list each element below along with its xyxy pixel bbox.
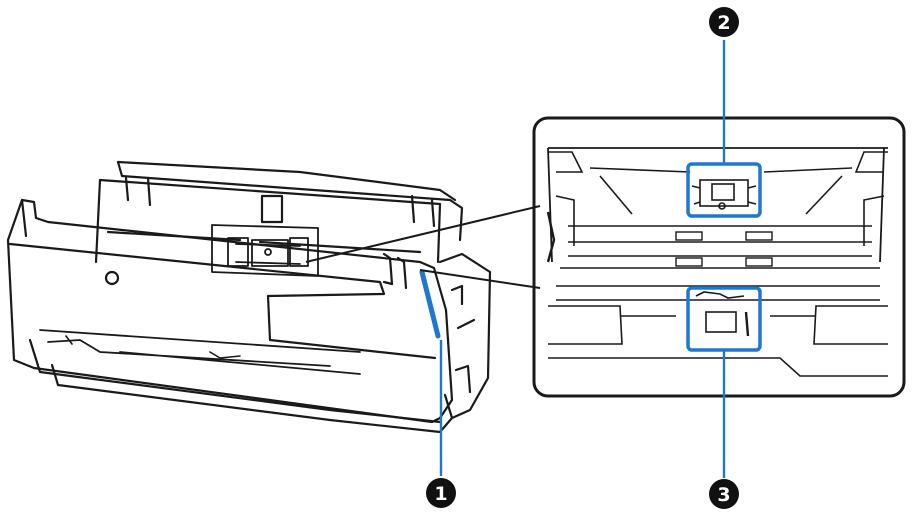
callout-1: 1 xyxy=(426,478,456,508)
front-cover-tab-right-2 xyxy=(396,256,408,290)
rear-housing-top xyxy=(116,160,457,202)
callout-leaders xyxy=(439,40,726,478)
output-tray-guides xyxy=(65,335,241,359)
detail-middle-rails xyxy=(560,225,880,269)
separation-roller-highlight xyxy=(686,286,762,352)
detail-slot-right xyxy=(745,231,773,241)
detail-bottom-plate xyxy=(548,357,888,377)
callout-3-number: 3 xyxy=(717,484,730,506)
cover-highlight-strip xyxy=(419,269,441,339)
detail-lower-bar xyxy=(556,285,880,301)
front-cover xyxy=(6,198,454,424)
callout-2: 2 xyxy=(709,7,739,37)
detail-upper-right-tab xyxy=(854,151,888,173)
side-panel-detail xyxy=(450,284,476,394)
cover-screw-hole xyxy=(104,270,120,286)
callout-1-number: 1 xyxy=(434,483,447,505)
detail-slot-left-2 xyxy=(675,257,703,267)
detail-upper-beam xyxy=(547,147,888,263)
detail-panel-frame xyxy=(532,116,906,398)
detail-panel xyxy=(532,116,906,398)
rear-post-right xyxy=(410,194,436,228)
callout-3: 3 xyxy=(709,479,739,509)
detail-slot-right-2 xyxy=(745,257,773,267)
detail-upper-left-tab xyxy=(548,151,584,173)
side-panel xyxy=(438,252,492,420)
rear-housing xyxy=(116,160,464,242)
detail-lower-left xyxy=(548,305,676,345)
pickup-roller xyxy=(691,179,757,210)
front-cover-face xyxy=(8,242,437,360)
detail-left-cable xyxy=(546,211,556,263)
detail-slot-left xyxy=(675,231,703,241)
zoom-guide-lines xyxy=(305,205,541,289)
scanner-illustration xyxy=(6,160,492,434)
inner-window xyxy=(260,194,284,224)
scanner-base xyxy=(50,363,454,434)
callout-1-badge xyxy=(426,478,456,508)
separation-roller xyxy=(695,291,750,337)
front-cover-tab-left xyxy=(20,198,28,238)
detail-upper-frame xyxy=(589,167,853,215)
inner-chamber xyxy=(94,178,442,264)
inner-ledge xyxy=(106,230,422,254)
output-tray xyxy=(39,329,361,375)
detail-upper-rails xyxy=(555,195,885,246)
callout-2-number: 2 xyxy=(717,12,730,34)
front-cover-tab-right xyxy=(382,252,394,286)
detail-lower-right xyxy=(770,305,888,345)
callout-2-badge xyxy=(709,7,739,37)
callout-3-badge xyxy=(709,479,739,509)
inner-roller-module xyxy=(211,224,319,277)
